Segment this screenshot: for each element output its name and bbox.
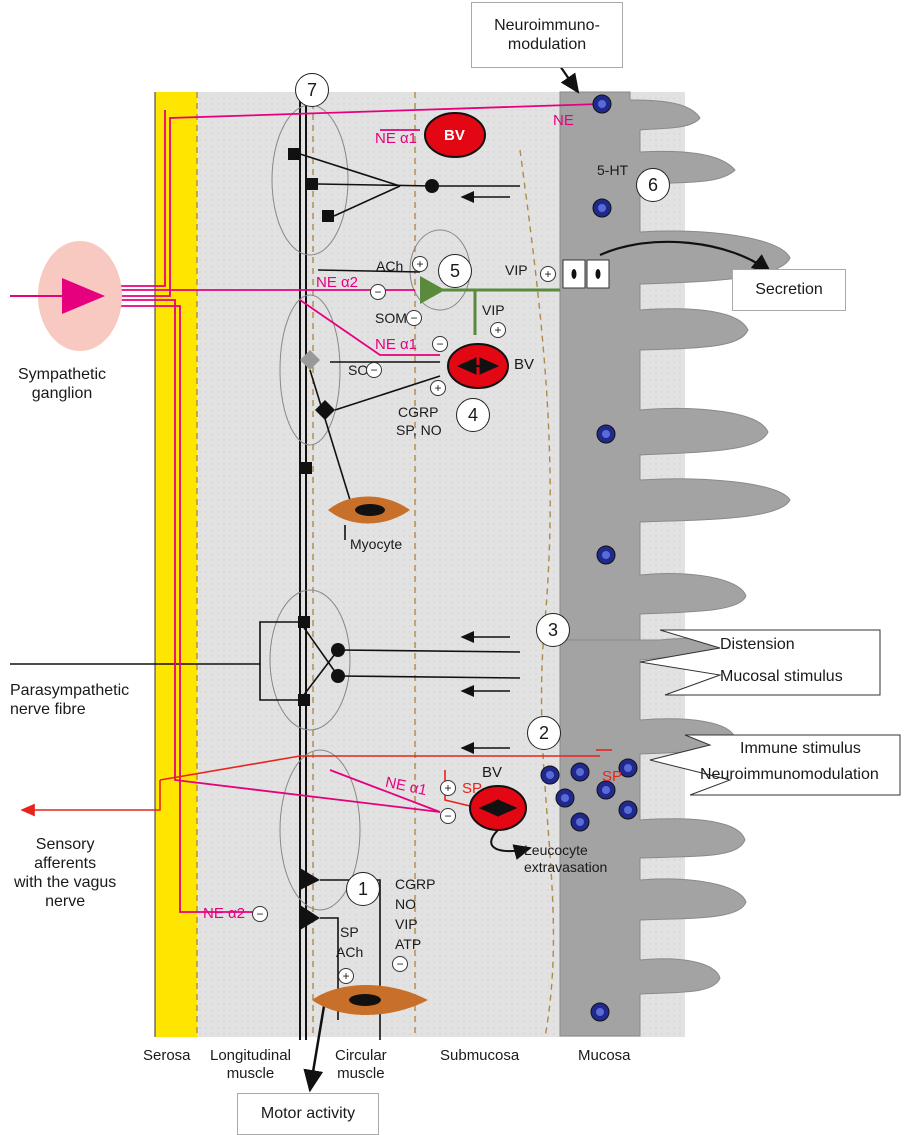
ach-label: ACh [376,258,403,275]
sign-minus-som1: − [406,310,422,326]
sp-right: SP [602,768,622,786]
som1-label: SOM [375,310,407,327]
vip2-label: VIP [482,302,505,319]
marker-1: 1 [346,872,380,906]
sign-plus-sp-low: + [440,780,456,796]
marker-7: 7 [295,73,329,107]
sp-no-mid: SP, NO [396,422,442,439]
ne-alpha2-low: NE α2 [203,905,245,923]
sign-minus-ne-a1-mid: − [432,336,448,352]
serosa-layer [155,92,197,1037]
layer-submucosa: Submucosa [440,1047,519,1065]
sp-low: SP [462,780,482,798]
layer-circular: Circular muscle [335,1047,387,1082]
cgrp-mid: CGRP [398,404,438,421]
sign-plus-cgrp: + [430,380,446,396]
sympathetic-ganglion-label: Sympathetic ganglion [18,366,106,404]
sensory-afferents-label: Sensory afferents with the vagus nerve [14,836,116,912]
secretion-box: Secretion [732,269,846,311]
ne-top: NE [553,112,574,130]
leucocyte-label: Leucocyte extravasation [524,842,607,875]
vip-low: VIP [395,916,418,933]
cgrp-low: CGRP [395,876,435,893]
sign-plus-ach: + [412,256,428,272]
sign-minus-ne-a1-low: − [440,808,456,824]
sign-minus-atp: − [392,956,408,972]
layer-serosa: Serosa [143,1047,191,1065]
ne-alpha1-mid: NE α1 [375,336,417,354]
sign-minus-som2: − [366,362,382,378]
neuroimmunomodulation-box: Neuroimmuno- modulation [471,2,623,68]
ne-alpha1-top: NE α1 [375,130,417,148]
ach-low: ACh [336,944,363,961]
layer-longitudinal: Longitudinal muscle [210,1047,291,1082]
sign-plus-vip: + [540,266,556,282]
marker-6: 6 [636,168,670,202]
mucosal-stimulus-label: Mucosal stimulus [720,668,843,687]
vip1-label: VIP [505,262,528,279]
marker-2: 2 [527,716,561,750]
sign-minus-ne-a2: − [370,284,386,300]
ne-alpha2-mid: NE α2 [316,274,358,292]
marker-3: 3 [536,613,570,647]
bv-top: BV [444,127,465,145]
sp-low2: SP [340,924,359,941]
immune-stimulus-label: Immune stimulus [740,740,861,759]
5ht-label: 5-HT [597,162,628,179]
myocyte-label: Myocyte [350,536,402,553]
motor-activity-box: Motor activity [237,1093,379,1135]
marker-5: 5 [438,254,472,288]
parasympathetic-label: Parasympathetic nerve fibre [10,682,129,720]
bv-mid: BV [514,356,534,374]
neuroimmunomodulation-label: Neuroimmunomodulation [700,766,879,785]
layer-mucosa: Mucosa [578,1047,631,1065]
no-low: NO [395,896,416,913]
sign-plus-vip2: + [490,322,506,338]
sign-plus-sp-ach: + [338,968,354,984]
marker-4: 4 [456,398,490,432]
distension-label: Distension [720,636,795,655]
bv-low: BV [482,764,502,782]
atp-low: ATP [395,936,421,953]
sign-minus-ne-a2-low: − [252,906,268,922]
